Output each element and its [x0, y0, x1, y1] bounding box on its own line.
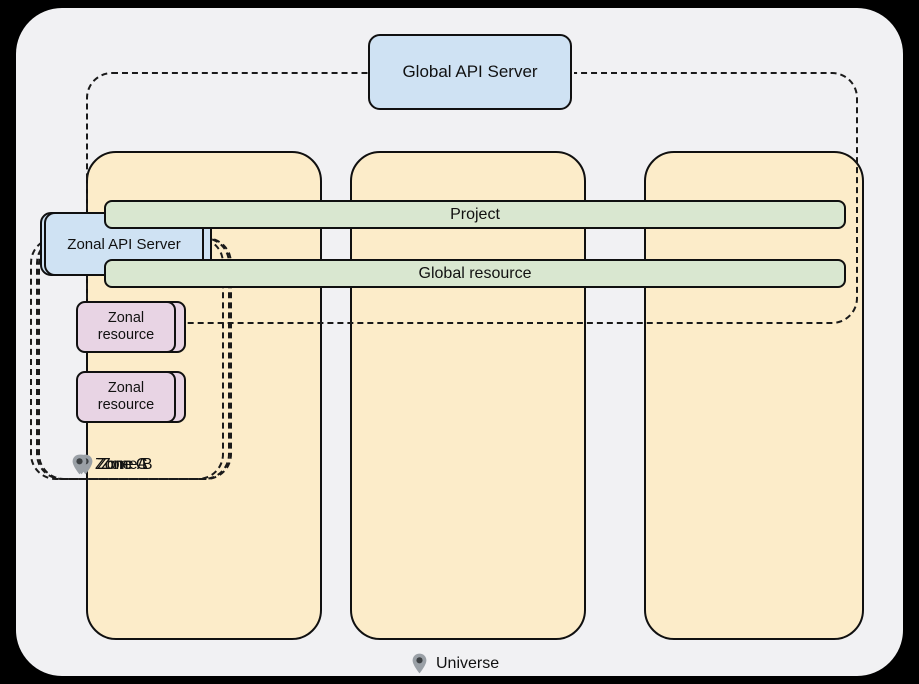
global-api-server-node[interactable]: Global API Server: [368, 34, 572, 110]
universe-label: Universe: [436, 654, 500, 672]
zone-c-zonal-resource-1[interactable]: Zonal resource: [76, 301, 176, 353]
universe-container: Global API Server Zonal API Server Zonal…: [16, 8, 903, 676]
zone-b-label: Zone B: [101, 455, 153, 473]
zone-c-zonal-resource-2[interactable]: Zonal resource: [76, 371, 176, 423]
map-pin-icon: [412, 653, 427, 674]
global-bar-global-resource[interactable]: Global resource: [104, 259, 846, 288]
zone-c-label: Zone C: [95, 455, 148, 473]
global-bar-project[interactable]: Project: [104, 200, 846, 229]
zone-c-zonal-resource-1-line2: resource: [97, 327, 155, 343]
global-api-server-label: Global API Server: [402, 62, 538, 81]
global-bar-project-label: Project: [450, 205, 500, 223]
zone-c-zonal-resource-2-line2: resource: [97, 397, 155, 413]
zone-c-zonal-resource-1-line1: Zonal: [107, 310, 145, 326]
zone-c-label-group: Zone C: [72, 454, 147, 475]
zone-c-zonal-resource-2-line1: Zonal: [107, 380, 145, 396]
zone-c-zonal-api-server-label: Zonal API Server: [67, 235, 181, 253]
zone-a-label: Zone A: [97, 455, 148, 473]
zone-column-b: [350, 151, 586, 640]
universe-label-group: Universe: [412, 653, 499, 674]
map-pin-icon: [72, 454, 87, 475]
global-bar-global-resource-label: Global resource: [418, 264, 532, 282]
zone-column-c: [644, 151, 864, 640]
